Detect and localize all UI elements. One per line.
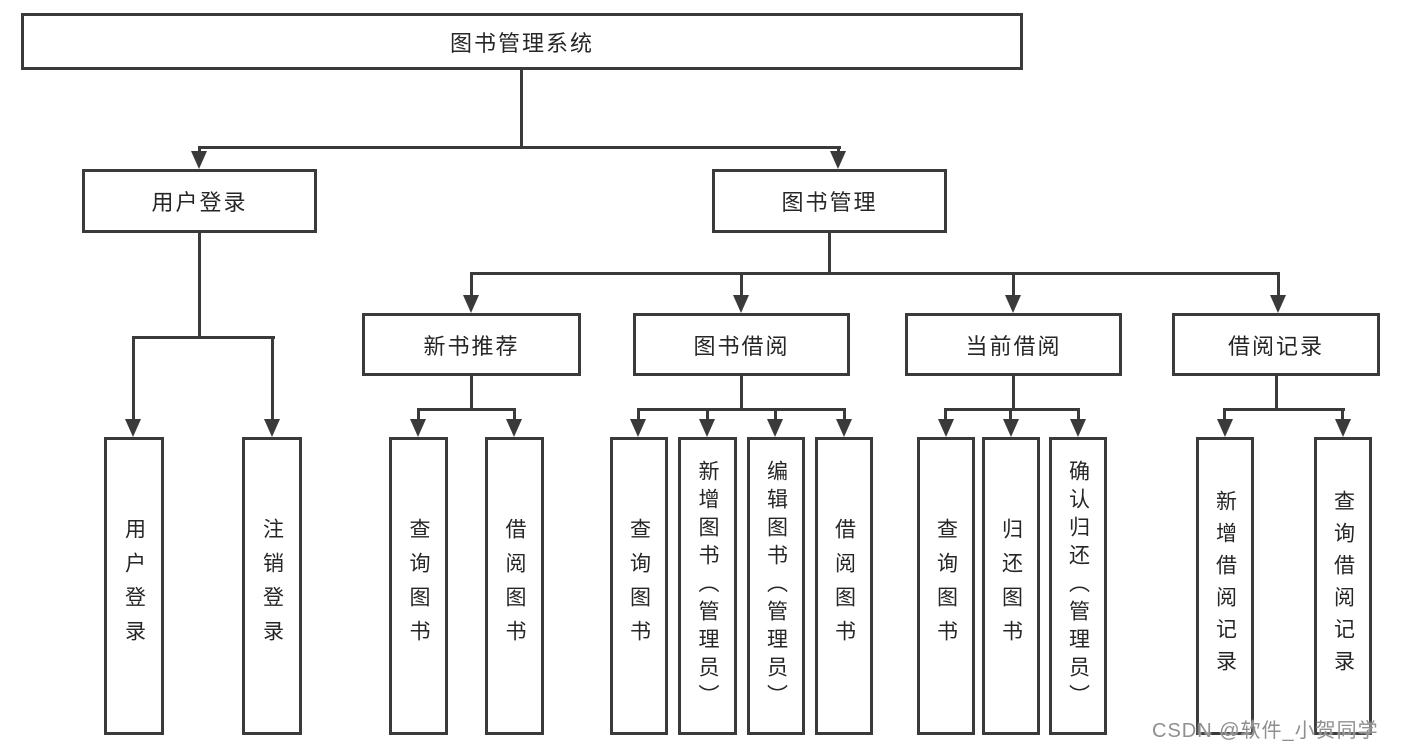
- arrowhead: [938, 419, 954, 437]
- arrowhead: [1335, 419, 1351, 437]
- connector-drop: [1009, 408, 1012, 421]
- connector-drop: [1077, 408, 1080, 421]
- connector-drop: [513, 408, 516, 421]
- connector-drop: [1277, 272, 1280, 297]
- arrowhead: [836, 419, 852, 437]
- connector-drop: [198, 146, 201, 154]
- leaf-logout: 注销登录: [242, 437, 302, 735]
- node-label: 用户登录: [151, 190, 248, 215]
- arrowhead: [1070, 419, 1086, 437]
- node-label: 新增借阅记录: [1213, 490, 1237, 682]
- connector-root-stem: [520, 69, 523, 146]
- node-new-book-recommend: 新书推荐: [362, 313, 581, 376]
- connector-drop: [706, 408, 709, 421]
- connector-drop: [740, 272, 743, 297]
- arrowhead: [506, 419, 522, 437]
- node-label: 新增图书（管理员）: [696, 460, 719, 712]
- connector-drop: [132, 336, 135, 421]
- node-label: 查询图书: [407, 518, 430, 654]
- leaf-query-books-recommend: 查询图书: [389, 437, 448, 735]
- leaf-return-books: 归还图书: [982, 437, 1040, 735]
- connector-drop: [1341, 408, 1344, 421]
- arrowhead: [463, 295, 479, 313]
- connector-userlogin-stem: [198, 233, 201, 336]
- node-label: 用户登录: [122, 518, 146, 654]
- connector-currentborrow-stem: [1012, 376, 1015, 408]
- arrowhead: [264, 419, 280, 437]
- node-label: 归还图书: [999, 518, 1023, 654]
- arrowhead: [410, 419, 426, 437]
- node-label: 编辑图书（管理员）: [764, 460, 788, 712]
- arrowhead: [125, 419, 141, 437]
- connector-newbook-rail: [417, 408, 516, 411]
- arrowhead: [1217, 419, 1233, 437]
- leaf-user-login: 用户登录: [104, 437, 164, 735]
- connector-newbook-stem: [470, 376, 473, 408]
- connector-drop: [271, 336, 274, 421]
- leaf-query-books-current: 查询图书: [917, 437, 975, 735]
- connector-bookmgmt-stem: [828, 233, 831, 272]
- node-label: 新书推荐: [423, 333, 520, 359]
- node-user-login: 用户登录: [82, 169, 317, 233]
- connector-bookborrow-rail: [637, 408, 846, 411]
- connector-drop: [1012, 272, 1015, 297]
- node-label: 查询借阅记录: [1331, 490, 1355, 682]
- leaf-query-books-borrow: 查询图书: [610, 437, 668, 735]
- connector-drop: [944, 408, 947, 421]
- connector-bookmgmt-rail: [470, 272, 1280, 275]
- connector-bookborrow-stem: [740, 376, 743, 408]
- connector-borrowrecord-rail: [1223, 408, 1345, 411]
- leaf-query-borrow-record: 查询借阅记录: [1314, 437, 1372, 735]
- arrowhead: [1005, 295, 1021, 313]
- connector-drop: [843, 408, 846, 421]
- connector-drop: [637, 408, 640, 421]
- leaf-borrow-books: 借阅图书: [815, 437, 873, 735]
- connector-userlogin-rail: [132, 336, 275, 339]
- node-label: 借阅图书: [503, 518, 526, 654]
- node-label: 借阅图书: [832, 518, 856, 654]
- arrowhead: [733, 295, 749, 313]
- node-borrow-records: 借阅记录: [1172, 313, 1380, 376]
- arrowhead: [630, 419, 646, 437]
- node-book-management: 图书管理: [712, 169, 947, 233]
- arrowhead: [699, 419, 715, 437]
- connector-root-rail: [198, 146, 841, 149]
- node-label: 图书管理: [781, 190, 878, 215]
- node-book-borrow: 图书借阅: [633, 313, 850, 376]
- node-label: 图书管理系统: [449, 30, 594, 56]
- arrowhead: [191, 151, 207, 169]
- connector-drop: [774, 408, 777, 421]
- connector-currentborrow-rail: [944, 408, 1080, 411]
- leaf-confirm-return-admin: 确认归还（管理员）: [1049, 437, 1107, 735]
- node-label: 查询图书: [627, 518, 651, 654]
- connector-drop: [1223, 408, 1226, 421]
- arrowhead: [830, 151, 846, 169]
- arrowhead: [767, 419, 783, 437]
- connector-borrowrecord-stem: [1275, 376, 1278, 408]
- connector-drop: [837, 146, 840, 154]
- node-root: 图书管理系统: [21, 13, 1023, 70]
- node-current-borrow: 当前借阅: [905, 313, 1122, 376]
- leaf-add-borrow-record: 新增借阅记录: [1196, 437, 1254, 735]
- connector-drop: [417, 408, 420, 421]
- csdn-watermark: CSDN @软件_小贺同学: [1152, 720, 1379, 742]
- leaf-borrow-books-recommend: 借阅图书: [485, 437, 544, 735]
- node-label: 注销登录: [260, 518, 284, 654]
- node-label: 当前借阅: [965, 333, 1062, 359]
- node-label: 借阅记录: [1227, 333, 1324, 359]
- node-label: 确认归还（管理员）: [1066, 460, 1090, 712]
- arrowhead: [1270, 295, 1286, 313]
- arrowhead: [1003, 419, 1019, 437]
- node-label: 查询图书: [934, 518, 958, 654]
- leaf-edit-book-admin: 编辑图书（管理员）: [747, 437, 805, 735]
- connector-drop: [470, 272, 473, 297]
- leaf-add-book-admin: 新增图书（管理员）: [678, 437, 737, 735]
- node-label: 图书借阅: [693, 333, 790, 359]
